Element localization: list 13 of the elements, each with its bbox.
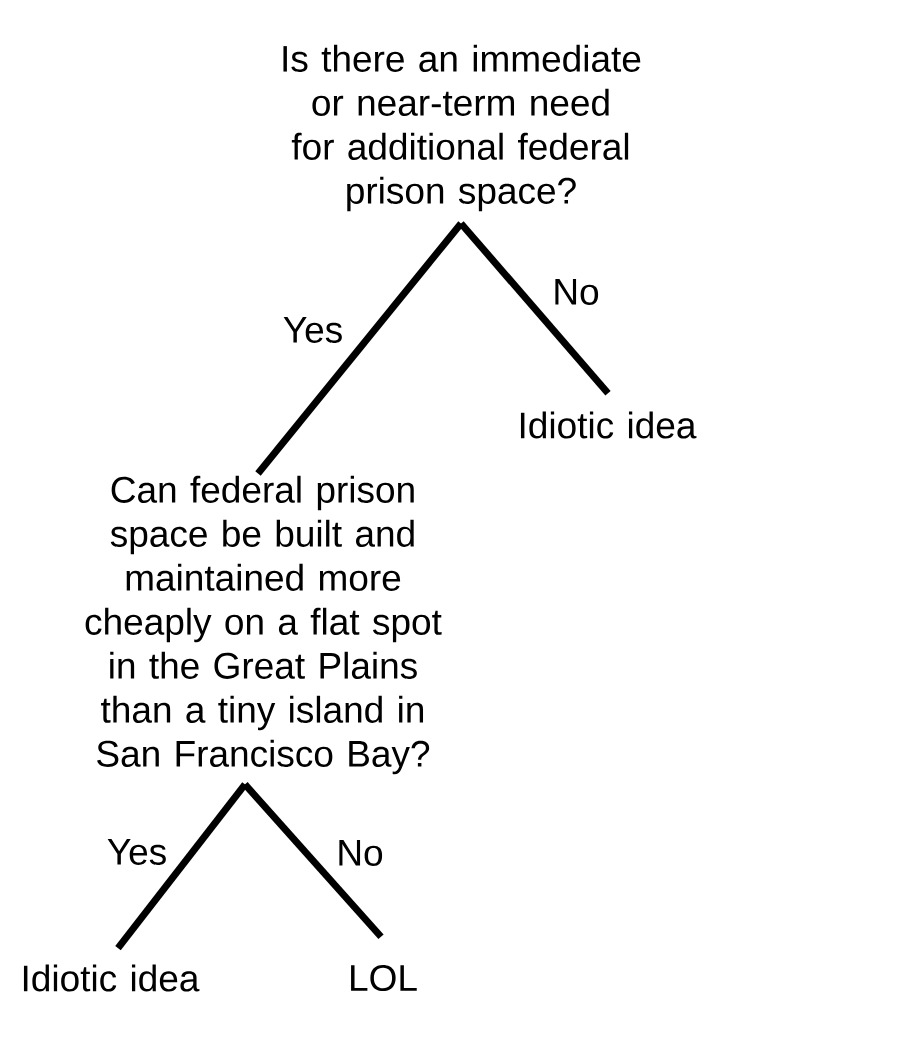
answer-text: LOL	[351, 964, 417, 992]
edge-label: Yes	[107, 839, 166, 865]
edge-label: No	[339, 840, 383, 866]
question-text: Is there an immediate or near-term need for additional federal prison space?	[283, 44, 641, 212]
branch-line	[242, 782, 384, 940]
edge-label: No	[555, 279, 599, 305]
answer-text: Idiotic idea	[23, 964, 200, 992]
branch-line	[255, 221, 464, 476]
answer-text: Idiotic idea	[520, 411, 697, 439]
edge-label: Yes	[283, 317, 342, 343]
branch-line	[115, 782, 248, 951]
question-text: Can federal prison space be built and maintained more cheaply on a flat spot in the Great Plains than a tiny island in San Francisco Bay?	[85, 475, 442, 775]
branch-line	[458, 221, 611, 396]
